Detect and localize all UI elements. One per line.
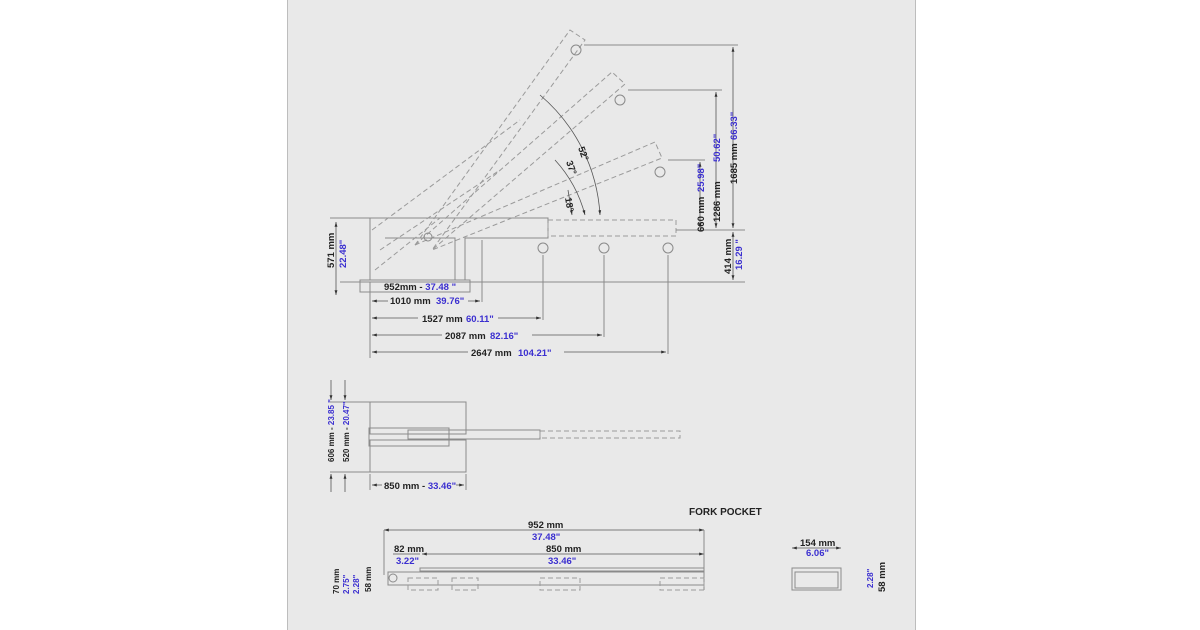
pivot-hole [388, 573, 398, 583]
base-952-label: 952mm - 37.48 " [384, 282, 456, 293]
width-606-label: 606 mm - 23.85 " [327, 399, 336, 462]
reach-1527-in: 60.11" [466, 314, 494, 325]
len-952-mm: 952 mm [528, 520, 563, 531]
angle-18-label: 18° [562, 197, 575, 213]
reach-2647-in: 104.21" [518, 348, 552, 359]
rise-1685-in: 66.33" [729, 112, 740, 140]
len-952-in: 37.48" [532, 532, 560, 543]
end-58-in: 2.28" [866, 568, 875, 588]
side-view: 52° 37° 18° 571 mm 22.48" 952mm - 37.48 … [326, 29, 745, 359]
len-850-mm: 850 mm [546, 544, 581, 555]
height-571-in: 22.48" [338, 240, 349, 268]
angle-52-label: 52° [575, 145, 590, 162]
rise-1685-mm: 1685 mm [729, 143, 740, 184]
hooks [537, 44, 674, 254]
end-58-mm: 58 mm [877, 562, 888, 592]
width-520-label: 520 mm - 20.47" [342, 401, 351, 462]
h-70-mm: 70 mm [332, 569, 341, 594]
hook-414-mm: 414 mm [723, 239, 734, 274]
rise-1286-mm: 1286 mm [712, 181, 723, 222]
drawing-panel [287, 0, 916, 630]
base-plate [359, 279, 471, 293]
fork-pocket-view: FORK POCKET 952 mm 37.48" 82 mm 3.22" 85… [332, 507, 888, 594]
hook-414-in: 16.29 " [734, 239, 745, 270]
length-850-label: 850 mm - 33.46" [384, 481, 456, 492]
w-154-mm: 154 mm [800, 538, 835, 549]
w-154-in: 6.06" [806, 548, 829, 559]
len-850-in: 33.46" [548, 556, 576, 567]
fork-pocket-title: FORK POCKET [689, 507, 762, 518]
height-571-mm: 571 mm [326, 233, 337, 268]
reach-1527-mm: 1527 mm [422, 314, 463, 325]
reach-2087-in: 82.16" [490, 331, 518, 342]
rise-660-mm: 660 mm [696, 197, 707, 232]
rise-660-in: 25.98" [696, 164, 707, 192]
len-82-in: 3.22" [396, 556, 419, 567]
len-82-mm: 82 mm [394, 544, 424, 555]
pivot [423, 232, 433, 242]
h-70-in: 2.75" [342, 574, 351, 594]
boom-extension [547, 219, 677, 237]
angle-37-label: 37° [563, 159, 578, 176]
reach-2087-mm: 2087 mm [445, 331, 486, 342]
h-58-mm: 58 mm [364, 567, 373, 592]
reach-1010-mm: 1010 mm [390, 296, 431, 307]
h-58-in: 2.28" [352, 574, 361, 594]
reach-2647-mm: 2647 mm [471, 348, 512, 359]
top-view: 606 mm - 23.85 " 520 mm - 20.47" 850 mm … [327, 380, 681, 492]
reach-1010-in: 39.76" [436, 296, 464, 307]
raised-booms [371, 29, 663, 271]
rise-1286-in: 50.62" [712, 134, 723, 162]
